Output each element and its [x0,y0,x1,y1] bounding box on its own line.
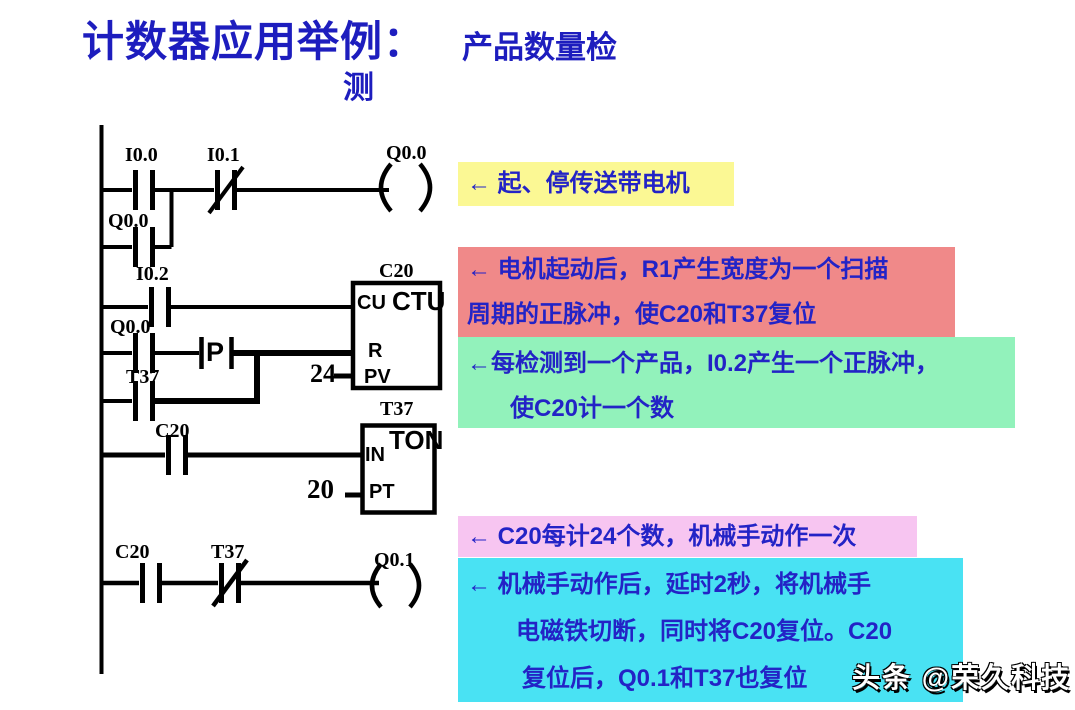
contact-label-i00: I0.0 [125,144,158,166]
timer-input-pt: PT [369,481,395,503]
contact-label-c20-out: C20 [115,541,150,563]
contact-label-i01: I0.1 [207,144,240,166]
page-title-subject: 产品数量检 [462,30,617,65]
annotation-motor-start-stop: ← 起、停传送带电机 [458,162,734,206]
counter-input-pv: PV [364,366,391,388]
page-title-subject-wrap: 测 [343,70,374,105]
counter-type-ctu: CTU [392,286,446,316]
contact-label-c20-timer: C20 [155,420,190,442]
timer-input-in: IN [365,444,385,466]
annotation-line: 电磁铁切断，同时将C20复位。C20 [516,618,893,645]
annotation-line: ←每检测到一个产品，I0.2产生一个正脉冲， [467,350,940,377]
rung-4 [100,558,422,609]
timer-preset-value: 20 [307,474,334,504]
pulse-contact-p: P [206,337,225,367]
counter-preset-value: 24 [310,359,336,388]
counter-name-c20: C20 [379,260,414,282]
rung-1 [100,162,433,267]
contact-label-t37-out: T37 [211,541,245,563]
annotation-line: ← 机械手动作后，延时2秒，将机械手 [467,571,872,598]
coil-q00 [378,162,393,213]
rung-2 [100,280,443,421]
annotation-line: 使C20计一个数 [510,395,675,422]
coil-q00 [418,162,433,213]
annotation-reset-pulse: ← 电机起动后，R1产生宽度为一个扫描 周期的正脉冲，使C20和T37复位 [458,247,955,337]
ladder-diagram [99,125,443,674]
nc-slash [207,165,245,215]
contact-label-q00-reset: Q0.0 [110,316,151,338]
timer-box-t37 [360,423,437,515]
contact-label-i02: I0.2 [136,263,169,285]
counter-input-cu: CU [357,292,386,314]
annotation-line: ← 电机起动后，R1产生宽度为一个扫描 [467,256,889,283]
timer-name-t37: T37 [380,398,414,420]
nc-slash [211,558,249,608]
watermark-toutiao: 头条 @荣久科技 [852,662,1072,693]
timer-type-ton: TON [389,425,444,455]
annotation-line: ← C20每计24个数，机械手动作一次 [467,523,857,550]
annotation-product-count: ←每检测到一个产品，I0.2产生一个正脉冲， 使C20计一个数 [458,337,1015,428]
contact-label-t37-reset: T37 [126,366,160,388]
annotation-line: ← 起、停传送带电机 [467,170,690,197]
annotation-line: 周期的正脉冲，使C20和T37复位 [467,301,817,328]
counter-box-c20 [350,280,443,391]
contact-label-q00-seal: Q0.0 [108,210,149,232]
page-title: 计数器应用举例： [82,18,427,65]
annotation-line: 复位后，Q0.1和T37也复位 [522,665,808,692]
coil-q01 [369,562,383,609]
rung-3 [100,423,437,515]
annotation-robot-action: ← C20每计24个数，机械手动作一次 [458,516,917,557]
coil-q01 [408,562,422,609]
annotation-delay-reset: ← 机械手动作后，延时2秒，将机械手 电磁铁切断，同时将C20复位。C20 复位… [458,558,963,702]
counter-input-r: R [368,340,383,362]
coil-label-q00: Q0.0 [386,142,427,164]
coil-label-q01: Q0.1 [374,549,415,571]
